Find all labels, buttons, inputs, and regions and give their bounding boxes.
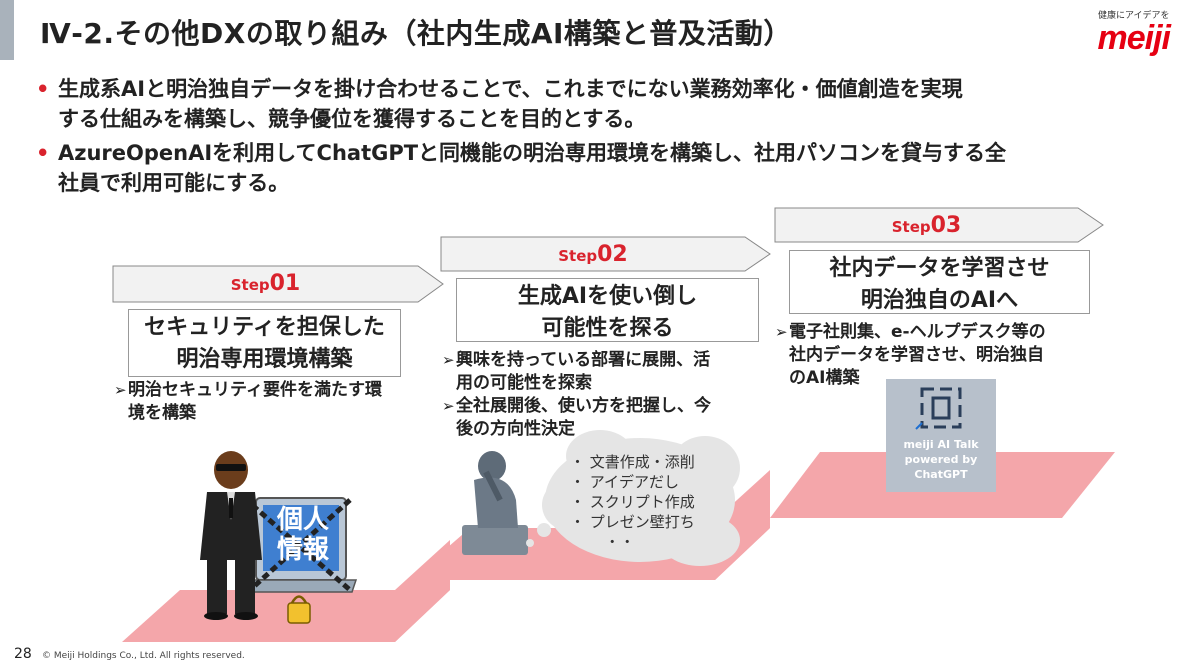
slide-title: Ⅳ-2.その他DXの取り組み（社内生成AI構築と普及活動）: [40, 17, 792, 50]
bullet-line: 生成系AIと明治独自データを掛け合わせることで、これまでにない業務効率化・価値創…: [58, 77, 963, 101]
step3-description: ➢電子社則集、e-ヘルプデスク等の 社内データを学習させ、明治独自 のAI構築: [775, 321, 1095, 390]
thought-cloud-list: ・ 文書作成・添削 ・ アイデアだし ・ スクリプト作成 ・ プレゼン壁打ち ・…: [570, 452, 695, 552]
desc-line: のAI構築: [789, 368, 860, 388]
bullet-line: AzureOpenAIを利用してChatGPTと同機能の明治専用環境を構築し、社…: [58, 141, 1007, 165]
copyright-text: © Meiji Holdings Co., Ltd. All rights re…: [42, 651, 245, 661]
step-title-line: 生成AIを使い倒し: [517, 284, 698, 309]
page-number: 28: [14, 646, 32, 662]
cloud-item: ・・: [570, 533, 635, 551]
logo-wordmark: meiji: [1097, 19, 1171, 57]
step-title-line: セキュリティを担保した: [144, 315, 385, 340]
app-scan-icon: [915, 387, 962, 430]
step-arrow-1-label: Step01: [113, 266, 418, 302]
step-title-line: 可能性を探る: [541, 316, 674, 341]
bullet-dot-icon: •: [36, 77, 50, 101]
bullet-dot-icon: •: [36, 141, 50, 165]
personal-info-label: 個人 情報: [264, 505, 342, 565]
step-title-line: 社内データを学習させ: [829, 256, 1050, 281]
desc-line: 後の方向性決定: [456, 419, 575, 439]
bullet-line: する仕組みを構築し、競争優位を獲得することを目的とする。: [58, 107, 646, 131]
step2-title-box: 生成AIを使い倒し 可能性を探る: [456, 278, 759, 342]
stair-tread-1: [122, 590, 450, 642]
step-arrow-2-label: Step02: [441, 237, 745, 273]
security-guard-illustration: [200, 451, 262, 620]
cloud-item: ・ アイデアだし: [570, 473, 680, 491]
app-tile-line: meiji AI Talk: [903, 438, 979, 451]
step-arrow-3-label: Step03: [775, 208, 1078, 244]
cloud-item: ・ プレゼン壁打ち: [570, 513, 695, 531]
personal-info-line: 個人: [276, 505, 329, 535]
step1-description: ➢明治セキュリティ要件を満たす環 境を構築: [114, 379, 444, 425]
bullet-line: 社員で利用可能にする。: [58, 171, 290, 195]
app-tile-line: powered by: [904, 453, 978, 466]
step-number: 01: [269, 271, 301, 296]
step-number: 03: [930, 213, 962, 238]
cloud-item: ・ 文書作成・添削: [570, 453, 695, 471]
step-title-line: 明治独自のAIへ: [860, 288, 1019, 313]
personal-info-line: 情報: [276, 535, 329, 565]
step-arrow-1: [112, 265, 444, 303]
cloud-item: ・ スクリプト作成: [570, 493, 695, 511]
step-arrow-3: [774, 207, 1104, 243]
step-word: Step: [891, 218, 931, 236]
step1-title-box: セキュリティを担保した 明治専用環境構築: [128, 309, 401, 377]
step-number: 02: [597, 242, 628, 267]
step-title-line: 明治専用環境構築: [176, 347, 353, 372]
desc-line: 境を構築: [128, 403, 196, 423]
step-word: Step: [230, 276, 270, 294]
title-accent-bar: [0, 0, 14, 60]
app-tile-line: ChatGPT: [914, 468, 968, 481]
bullet-item: • AzureOpenAIを利用してChatGPTと同機能の明治専用環境を構築し…: [36, 138, 1176, 198]
chevron-right-icon: ➢: [114, 381, 127, 399]
desc-line: 電子社則集、e-ヘルプデスク等の: [789, 322, 1046, 342]
chevron-right-icon: ➢: [775, 323, 788, 341]
meiji-logo: 健康にアイデアを meiji: [1097, 8, 1171, 57]
desc-line: 明治セキュリティ要件を満たす環: [128, 380, 382, 400]
step3-title-box: 社内データを学習させ 明治独自のAIへ: [789, 250, 1090, 314]
desc-line: 興味を持っている部署に展開、活: [456, 350, 711, 370]
chevron-right-icon: ➢: [442, 397, 455, 415]
step-word: Step: [558, 247, 598, 265]
desc-line: 社内データを学習させ、明治独自: [789, 345, 1044, 365]
logo-tagline: 健康にアイデアを: [1097, 11, 1170, 21]
thought-cloud-shape: [526, 430, 740, 566]
bullet-item: • 生成系AIと明治独自データを掛け合わせることで、これまでにない業務効率化・価…: [36, 74, 1176, 134]
step-arrow-2: [440, 236, 771, 272]
desc-line: 全社展開後、使い方を把握し、今: [456, 396, 711, 416]
thinker-statue-illustration: [462, 451, 528, 555]
step2-description: ➢興味を持っている部署に展開、活 用の可能性を探索 ➢全社展開後、使い方を把握し…: [442, 349, 772, 441]
chevron-right-icon: ➢: [442, 351, 455, 369]
meiji-ai-talk-app-tile: meiji AI Talk powered by ChatGPT: [886, 379, 996, 492]
desc-line: 用の可能性を探索: [456, 373, 592, 393]
bullet-list: • 生成系AIと明治独自データを掛け合わせることで、これまでにない業務効率化・価…: [36, 74, 1176, 202]
